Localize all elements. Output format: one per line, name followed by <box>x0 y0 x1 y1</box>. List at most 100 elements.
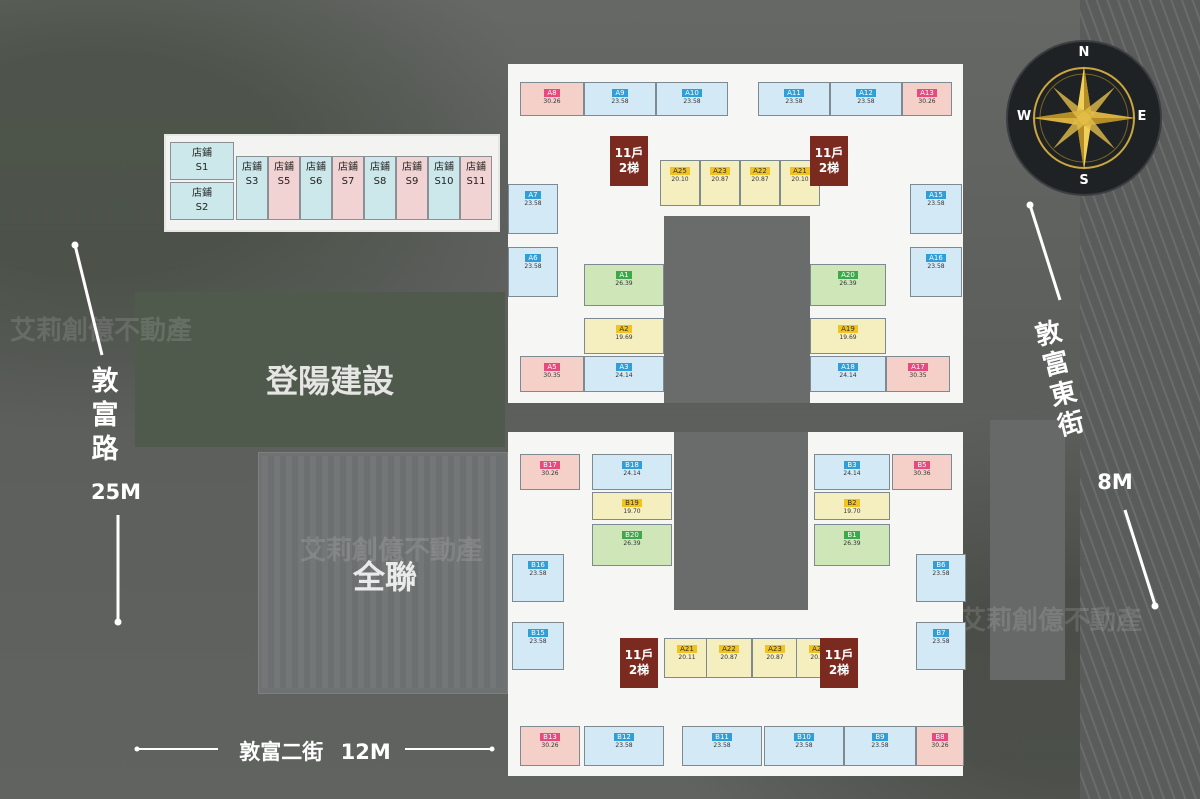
unit-id: A13 <box>917 89 937 97</box>
unit-area: 23.58 <box>927 200 945 207</box>
unit-area: 23.58 <box>615 742 633 749</box>
unit-id: A12 <box>856 89 876 97</box>
unit-area: 24.14 <box>843 470 861 477</box>
shop-id: S9 <box>405 176 419 187</box>
unit-id: B6 <box>933 561 949 569</box>
core-households: 11戶 <box>824 648 854 662</box>
shop-label: 店鋪 <box>338 162 358 173</box>
unit-area: 23.58 <box>524 200 542 207</box>
unit-id: A19 <box>838 325 858 333</box>
unit-id: A3 <box>616 363 632 371</box>
shop-id: S11 <box>466 176 486 187</box>
shop-id: S2 <box>195 202 209 213</box>
shop-label: 店鋪 <box>192 188 212 199</box>
unit-id: A23 <box>710 167 730 175</box>
unit-area: 30.26 <box>543 98 561 105</box>
unit-area: 20.11 <box>810 654 828 661</box>
unit-id: A25 <box>809 645 829 653</box>
unit-id: B2 <box>844 499 860 507</box>
compass-w: W <box>1016 109 1032 124</box>
unit-id: B18 <box>622 461 642 469</box>
unit-area: 20.87 <box>751 176 769 183</box>
unit-id: A1 <box>616 271 632 279</box>
unit-area: 30.26 <box>541 470 559 477</box>
unit-id: A21 <box>790 167 810 175</box>
shop-label: 店鋪 <box>274 162 294 173</box>
unit-area: 23.58 <box>683 98 701 105</box>
shop-label: 店鋪 <box>370 162 390 173</box>
shop-s8: 店鋪 S8 <box>364 156 396 220</box>
shop-id: S8 <box>373 176 387 187</box>
unit-area: 23.58 <box>795 742 813 749</box>
compass-n: N <box>1078 45 1090 60</box>
unit-area: 23.58 <box>857 98 875 105</box>
unit-id: A17 <box>908 363 928 371</box>
unit-area: 19.69 <box>615 334 633 341</box>
road-name-dunfu: 敦富路 <box>80 365 130 467</box>
unit-area: 19.70 <box>843 508 861 515</box>
unit-area: 30.36 <box>913 470 931 477</box>
road-name-dunfu-2nd: 敦富二街 12M <box>230 736 400 766</box>
unit-id: B12 <box>614 733 634 741</box>
east-field <box>990 420 1065 680</box>
unit-id: B13 <box>540 733 560 741</box>
road-name-text: 敦富路 <box>91 366 119 465</box>
road-width-dunfu: 25M <box>90 480 142 504</box>
unit-id: A21 <box>677 645 697 653</box>
shop-id: S3 <box>245 176 259 187</box>
tower-b-courtyard <box>674 432 808 610</box>
shop-id: S10 <box>434 176 454 187</box>
core-elevators: 2梯 <box>628 663 650 677</box>
unit-id: B19 <box>622 499 642 507</box>
unit-area: 24.14 <box>615 372 633 379</box>
dengyang-lot <box>135 292 505 447</box>
unit-id: A5 <box>544 363 560 371</box>
unit-id: A2 <box>616 325 632 333</box>
core-households: 11戶 <box>624 648 654 662</box>
unit-id: A8 <box>544 89 560 97</box>
unit-area: 23.58 <box>529 570 547 577</box>
unit-area: 23.58 <box>524 263 542 270</box>
unit-area: 26.39 <box>615 280 633 287</box>
tower-a-courtyard <box>664 216 810 403</box>
unit-id: B3 <box>844 461 860 469</box>
unit-area: 20.11 <box>678 654 696 661</box>
